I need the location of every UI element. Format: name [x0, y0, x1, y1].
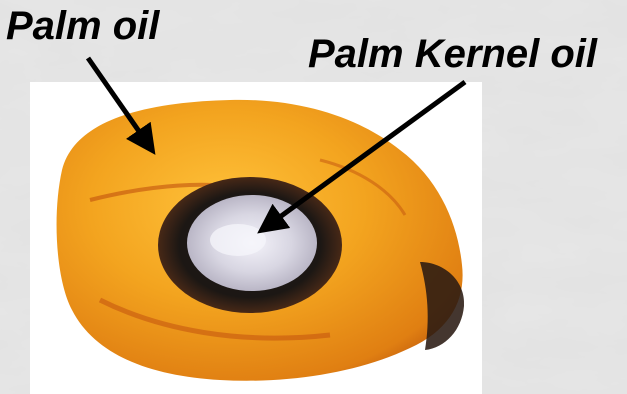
palm-kernel-oil-arrow [262, 82, 465, 230]
palm-oil-arrow [88, 58, 152, 150]
palm-kernel-oil-label: Palm Kernel oil [308, 34, 597, 74]
palm-oil-label: Palm oil [6, 6, 159, 46]
